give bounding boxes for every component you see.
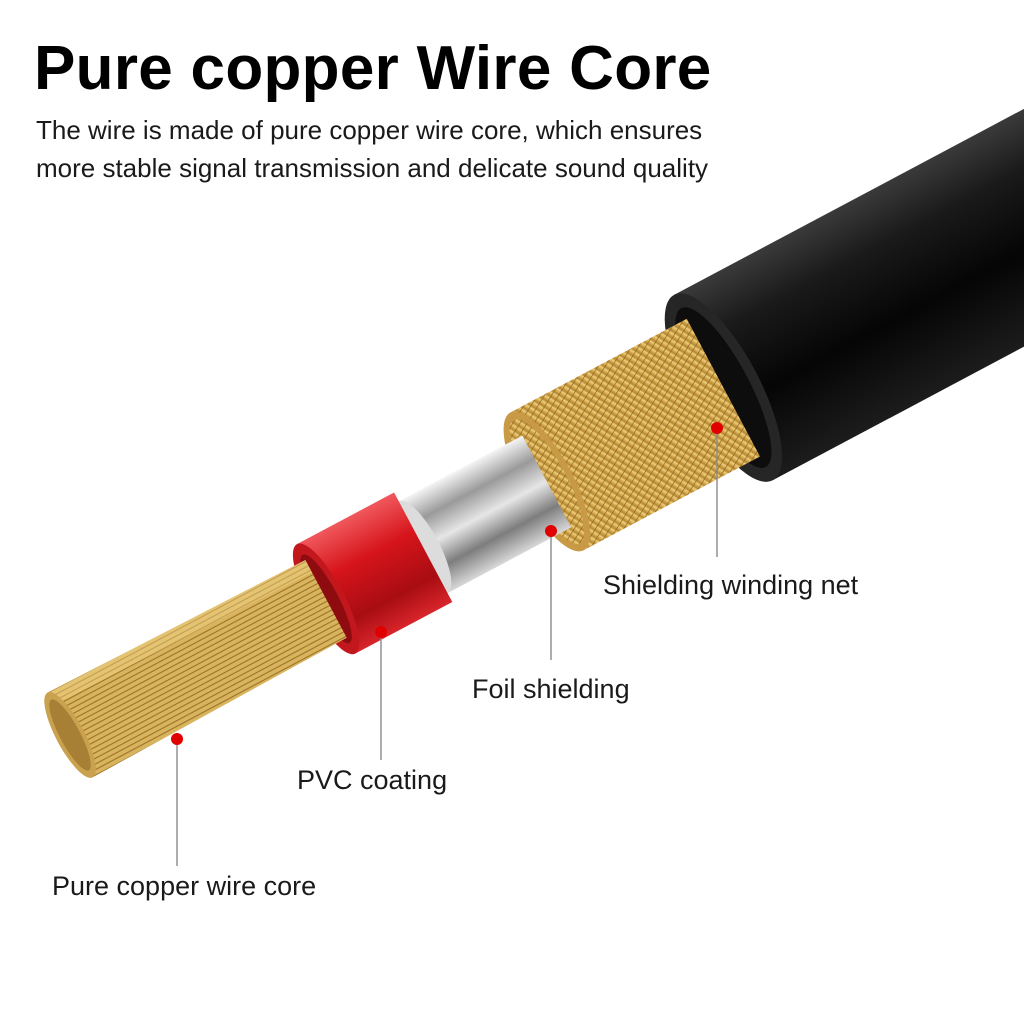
core-marker-dot — [171, 733, 183, 745]
shielding-marker-dot — [711, 422, 723, 434]
foil-marker-dot — [545, 525, 557, 537]
shielding-winding-net-label: Shielding winding net — [603, 570, 859, 600]
pvc-marker-dot — [375, 626, 387, 638]
foil-shielding-label: Foil shielding — [472, 674, 630, 704]
copper-wire-core — [44, 560, 347, 778]
page-title: Pure copper Wire Core — [34, 34, 712, 103]
pure-copper-wire-core-label: Pure copper wire core — [52, 871, 317, 901]
pvc-coating-label: PVC coating — [297, 765, 448, 795]
description-text: The wire is made of pure copper wire cor… — [36, 115, 709, 183]
